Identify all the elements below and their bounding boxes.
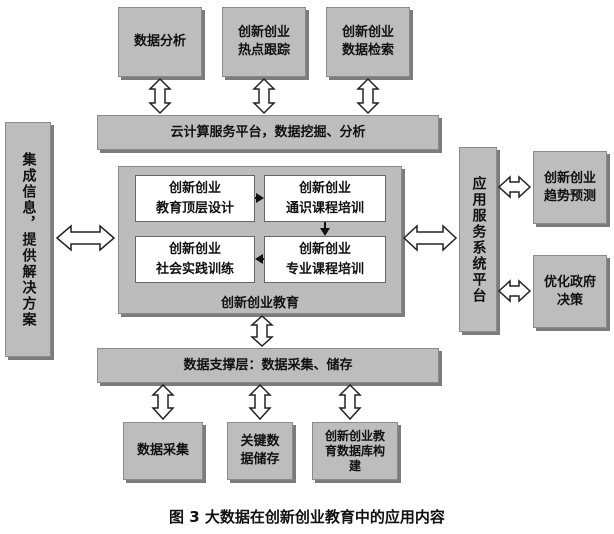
general-course-line-2: 通识课程培训 <box>285 200 364 216</box>
database-line-1: 创新创业教 <box>324 428 385 443</box>
cloud-platform-label: 云计算服务平台，数据挖掘、分析 <box>170 124 366 140</box>
flow-arrow-professional-practice <box>255 254 263 264</box>
policy-box: 优化政府 决策 <box>533 255 607 328</box>
arrow-retrieval-cloud <box>356 77 380 115</box>
trend-line-2: 趋势预测 <box>543 188 596 204</box>
data-retrieval-box: 创新创业 数据检索 <box>326 7 410 77</box>
flow-arrow-design-general <box>256 193 264 203</box>
data-layer-label: 数据支撑层：数据采集、储存 <box>183 357 353 373</box>
data-collection-box: 数据采集 <box>123 422 203 480</box>
practice-line-1: 创新创业 <box>168 242 221 257</box>
figure-caption: 图 3 大数据在创新创业教育中的应用内容 <box>169 508 445 526</box>
top-design-line-1: 创新创业 <box>168 181 221 196</box>
professional-course-line-2: 专业课程培训 <box>285 261 364 277</box>
hotspot-line-2: 热点跟踪 <box>237 43 290 58</box>
cloud-platform-bar: 云计算服务平台，数据挖掘、分析 <box>97 115 439 150</box>
policy-line-2: 决策 <box>556 292 583 308</box>
storage-line-2: 据储存 <box>240 452 280 467</box>
retrieval-line-2: 数据检索 <box>341 43 394 58</box>
trend-line-1: 创新创业 <box>543 170 596 186</box>
key-data-storage-box: 关键数 据储存 <box>227 422 293 480</box>
professional-course-box: 创新创业 专业课程培训 <box>264 236 386 283</box>
arrow-analysis-cloud <box>148 77 172 115</box>
arrow-left-panel-education <box>55 224 116 252</box>
data-collection-label: 数据采集 <box>136 443 189 459</box>
database-line-2: 育数据库构 <box>324 443 385 458</box>
database-line-3: 建 <box>348 458 361 473</box>
storage-line-1: 关键数 <box>240 434 280 450</box>
application-platform-panel: 应用服务系统平台 <box>459 147 497 332</box>
practice-line-2: 社会实践训练 <box>155 261 234 277</box>
flow-arrow-general-professional <box>320 228 330 236</box>
arrow-hotspot-cloud <box>252 77 276 115</box>
general-course-box: 创新创业 通识课程培训 <box>264 175 386 222</box>
policy-line-1: 优化政府 <box>543 274 596 290</box>
top-design-box: 创新创业 教育顶层设计 <box>135 175 255 222</box>
data-analysis-box: 数据分析 <box>118 7 202 77</box>
practice-box: 创新创业 社会实践训练 <box>135 236 255 283</box>
left-solution-panel: 集成信息，提供解决方案 <box>5 122 51 357</box>
arrow-data-layer-collection <box>151 383 175 421</box>
retrieval-line-1: 创新创业 <box>341 25 394 41</box>
professional-course-line-1: 创新创业 <box>298 242 351 257</box>
data-support-layer-bar: 数据支撑层：数据采集、储存 <box>97 348 439 383</box>
arrow-platform-trend <box>497 175 532 199</box>
trend-prediction-box: 创新创业 趋势预测 <box>533 151 607 224</box>
education-panel-title: 创新创业教育 <box>220 296 299 311</box>
arrow-education-platform <box>402 224 458 252</box>
general-course-line-1: 创新创业 <box>298 181 351 196</box>
hotspot-line-1: 创新创业 <box>237 25 290 41</box>
arrow-education-data-layer <box>250 314 274 348</box>
database-construction-box: 创新创业教 育数据库构 建 <box>312 422 398 480</box>
right-panel-label: 应用服务系统平台 <box>470 175 487 304</box>
arrow-platform-policy <box>497 279 532 303</box>
arrow-data-layer-storage <box>248 383 272 421</box>
arrow-data-layer-database <box>338 383 362 421</box>
hotspot-tracking-box: 创新创业 热点跟踪 <box>222 7 306 77</box>
data-analysis-label: 数据分析 <box>133 34 186 50</box>
left-panel-label: 集成信息，提供解决方案 <box>20 151 37 328</box>
top-design-line-2: 教育顶层设计 <box>155 200 234 216</box>
